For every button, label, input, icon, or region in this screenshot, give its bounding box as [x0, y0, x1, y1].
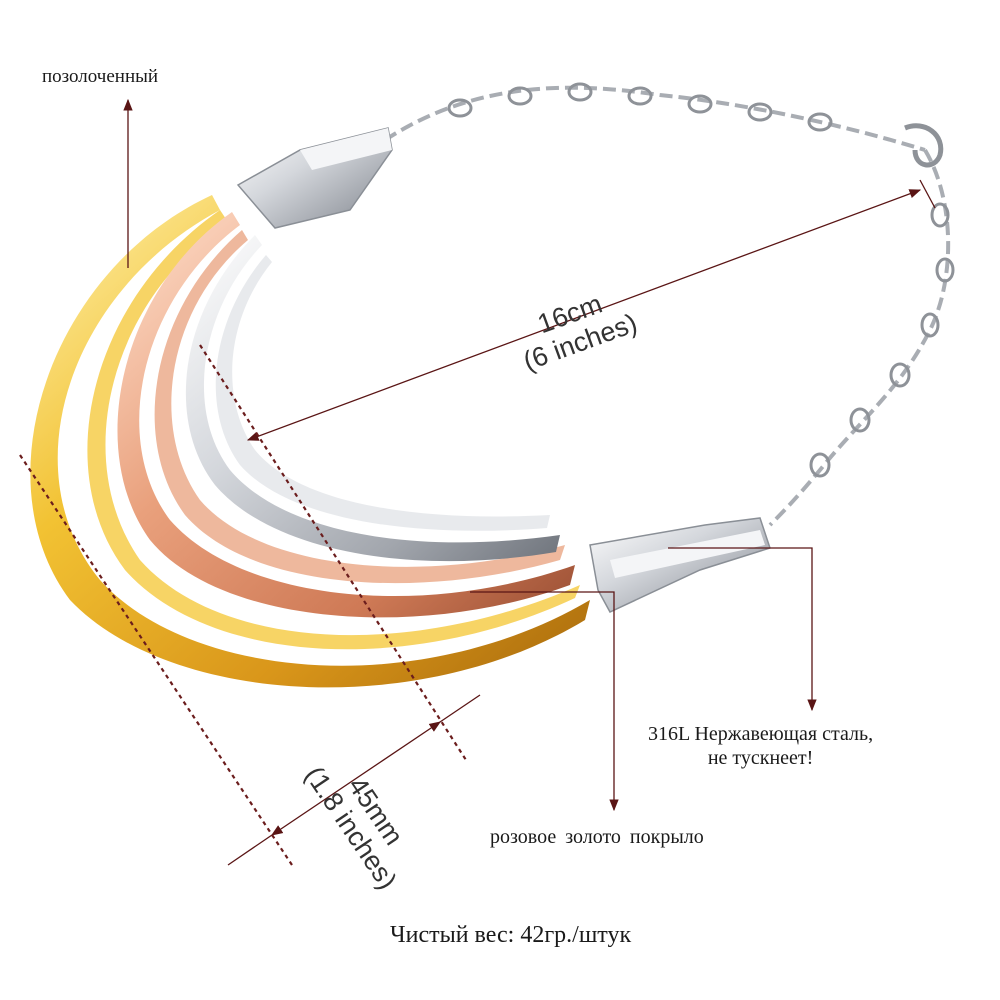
gold-band [30, 195, 591, 688]
annotation-lines [123, 98, 936, 866]
width-dimension-line [246, 189, 922, 441]
dotted-guide-lines [19, 344, 467, 866]
steel-callout-line2: не тускнеет! [707, 747, 814, 769]
gold-plated-callout: позолоченный [42, 66, 159, 87]
rose-gold-callout: розовое золото покрыло [490, 826, 704, 848]
chain [383, 82, 955, 527]
stainless-steel-callout: 316L Нержавеющая сталь, не тускнеет! [648, 722, 873, 770]
silver-band [185, 235, 561, 562]
width-dimension-label: 16cm (6 inches) [519, 289, 641, 377]
height-dimension-label: 45mm (1.8 inches) [299, 761, 409, 895]
net-weight-caption: Чистый вес: 42гр./штук [390, 922, 632, 948]
steel-pointer-line [668, 547, 817, 712]
rose-pointer-line [470, 591, 619, 812]
end-cap-right [589, 517, 771, 613]
steel-callout-line1: 316L Нержавеющая сталь, [648, 723, 874, 745]
end-cap-left [236, 127, 393, 229]
height-dimension-line [271, 721, 441, 836]
